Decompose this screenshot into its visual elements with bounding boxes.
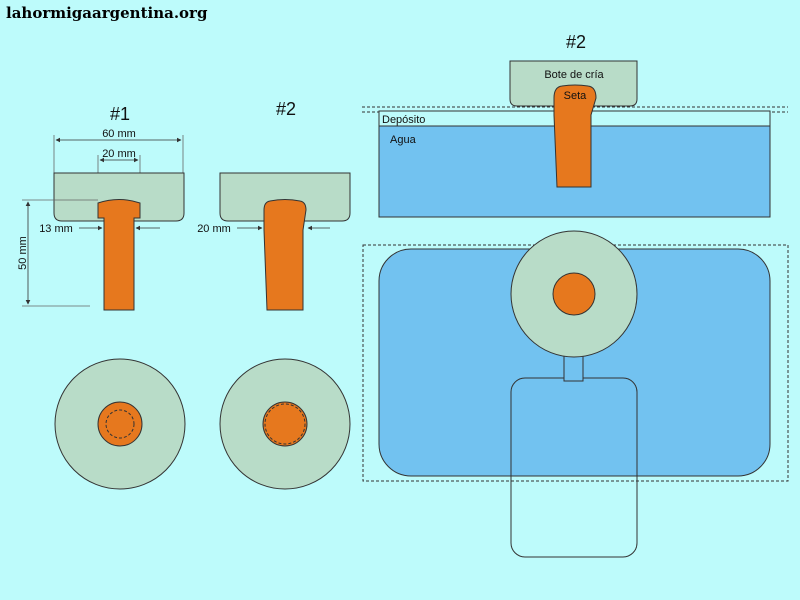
seta-label: Seta bbox=[564, 90, 588, 102]
reservoir-top-view bbox=[362, 230, 789, 558]
site-title: lahormigaargentina.org bbox=[6, 4, 208, 22]
deposito-label: Depósito bbox=[382, 114, 425, 126]
dim-13mm-label: 13 mm bbox=[39, 223, 73, 235]
variant2-right-title: #2 bbox=[566, 32, 586, 52]
plug-top bbox=[552, 272, 596, 316]
variant1-plug bbox=[97, 199, 141, 311]
variant1-cap bbox=[53, 172, 185, 222]
variant1-side-view: 60 mm 20 mm 50 mm 13 mm bbox=[17, 128, 185, 311]
dim-60mm-label: 60 mm bbox=[102, 128, 136, 140]
variant2-side-view: 20 mm bbox=[197, 172, 351, 311]
variant1-title: #1 bbox=[110, 104, 130, 124]
agua-label: Agua bbox=[390, 134, 417, 146]
breeding-container bbox=[509, 60, 638, 107]
variant2-cap bbox=[219, 172, 351, 222]
dim-50mm-label: 50 mm bbox=[17, 236, 29, 270]
seta-plug bbox=[553, 84, 597, 188]
dim-20mm-label: 20 mm bbox=[102, 148, 136, 160]
connector-tube bbox=[563, 353, 584, 382]
reservoir-section: Depósito Agua Bote de cría Seta bbox=[362, 60, 788, 218]
variant2-title: #2 bbox=[276, 99, 296, 119]
dim-20mm-neck-label: 20 mm bbox=[197, 223, 231, 235]
variant2-plug bbox=[263, 199, 307, 311]
bote-label: Bote de cría bbox=[544, 69, 604, 81]
variant2-top-view bbox=[219, 358, 351, 490]
variant1-top-view bbox=[54, 358, 186, 490]
